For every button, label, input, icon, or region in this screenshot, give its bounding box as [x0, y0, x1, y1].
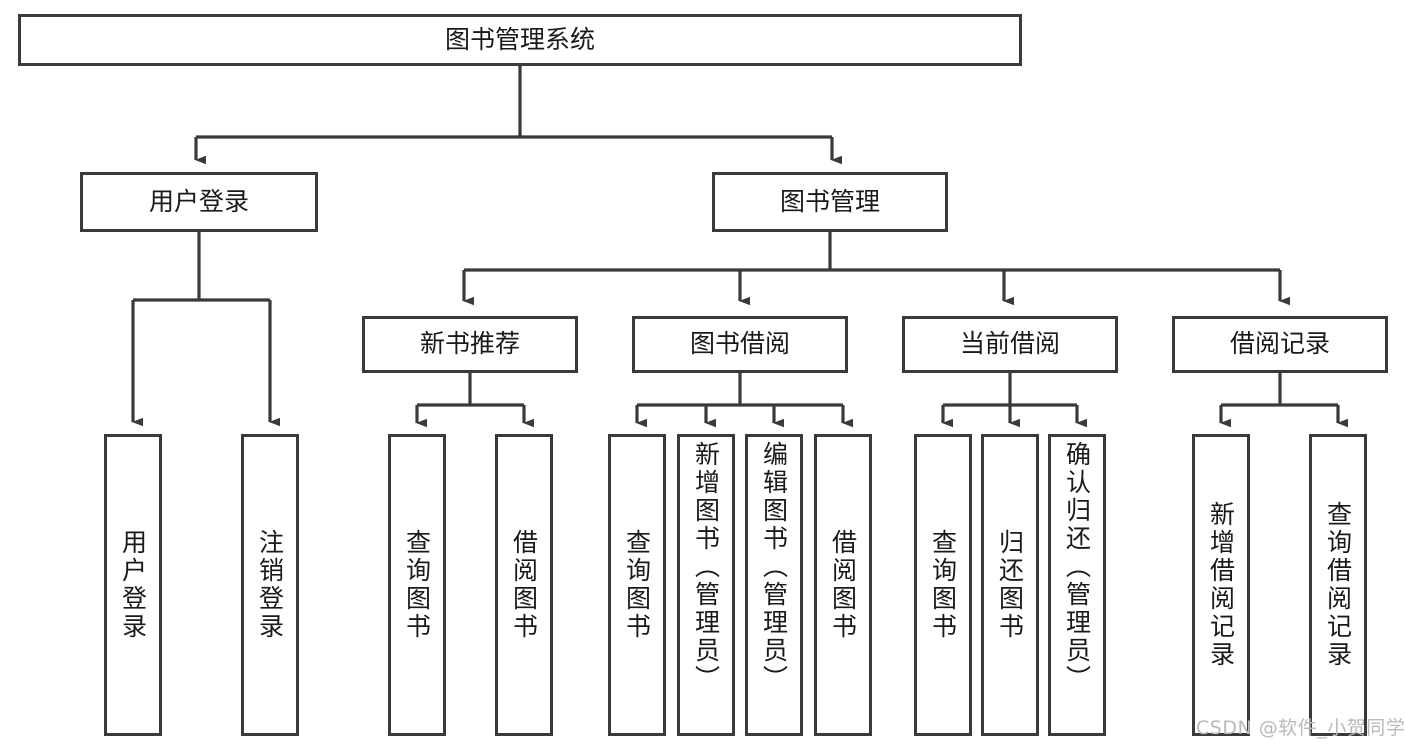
- watermark-text: CSDN @软件_小贺同学: [1196, 717, 1405, 739]
- node-user-login[interactable]: 用户登录: [80, 172, 318, 232]
- leaf-add-record-label: 新增借阅记录: [1206, 501, 1236, 669]
- node-borrow-record-label: 借阅记录: [1229, 329, 1330, 359]
- node-user-login-label: 用户登录: [148, 186, 249, 216]
- leaf-query-book-3-label: 查询图书: [928, 529, 958, 641]
- leaf-logout[interactable]: 注销登录: [241, 434, 299, 736]
- node-new-book-recommend[interactable]: 新书推荐: [362, 316, 578, 373]
- node-current-borrow-label: 当前借阅: [959, 329, 1060, 359]
- leaf-add-book-label: 新增图书（管理员）: [691, 441, 721, 693]
- node-root-label: 图书管理系统: [444, 24, 595, 54]
- node-book-borrow-label: 图书借阅: [689, 329, 790, 359]
- leaf-query-record-label: 查询借阅记录: [1323, 501, 1353, 669]
- leaf-query-book-3[interactable]: 查询图书: [914, 434, 972, 736]
- leaf-query-book-1-label: 查询图书: [402, 529, 432, 641]
- leaf-logout-label: 注销登录: [255, 529, 285, 641]
- leaf-query-book-2-label: 查询图书: [622, 529, 652, 641]
- node-book-management[interactable]: 图书管理: [712, 172, 948, 232]
- leaf-borrow-book-1[interactable]: 借阅图书: [495, 434, 553, 736]
- leaf-borrow-book-2-label: 借阅图书: [828, 529, 858, 641]
- leaf-add-book[interactable]: 新增图书（管理员）: [677, 434, 735, 736]
- leaf-query-book-2[interactable]: 查询图书: [608, 434, 666, 736]
- leaf-confirm-return-label: 确认归还（管理员）: [1062, 441, 1092, 693]
- leaf-confirm-return[interactable]: 确认归还（管理员）: [1048, 434, 1106, 736]
- leaf-return-book-label: 归还图书: [995, 529, 1025, 641]
- leaf-add-record[interactable]: 新增借阅记录: [1192, 434, 1250, 736]
- leaf-edit-book[interactable]: 编辑图书（管理员）: [745, 434, 803, 736]
- node-current-borrow[interactable]: 当前借阅: [902, 316, 1118, 373]
- leaf-return-book[interactable]: 归还图书: [981, 434, 1039, 736]
- node-book-borrow[interactable]: 图书借阅: [632, 316, 848, 373]
- node-borrow-record[interactable]: 借阅记录: [1172, 316, 1388, 373]
- leaf-user-login[interactable]: 用户登录: [104, 434, 162, 736]
- leaf-borrow-book-2[interactable]: 借阅图书: [814, 434, 872, 736]
- node-new-book-recommend-label: 新书推荐: [419, 329, 520, 359]
- leaf-borrow-book-1-label: 借阅图书: [509, 529, 539, 641]
- leaf-edit-book-label: 编辑图书（管理员）: [759, 441, 789, 693]
- node-root[interactable]: 图书管理系统: [18, 14, 1022, 66]
- leaf-user-login-label: 用户登录: [118, 529, 148, 641]
- leaf-query-book-1[interactable]: 查询图书: [388, 434, 446, 736]
- leaf-query-record[interactable]: 查询借阅记录: [1309, 434, 1367, 736]
- node-book-management-label: 图书管理: [779, 186, 880, 216]
